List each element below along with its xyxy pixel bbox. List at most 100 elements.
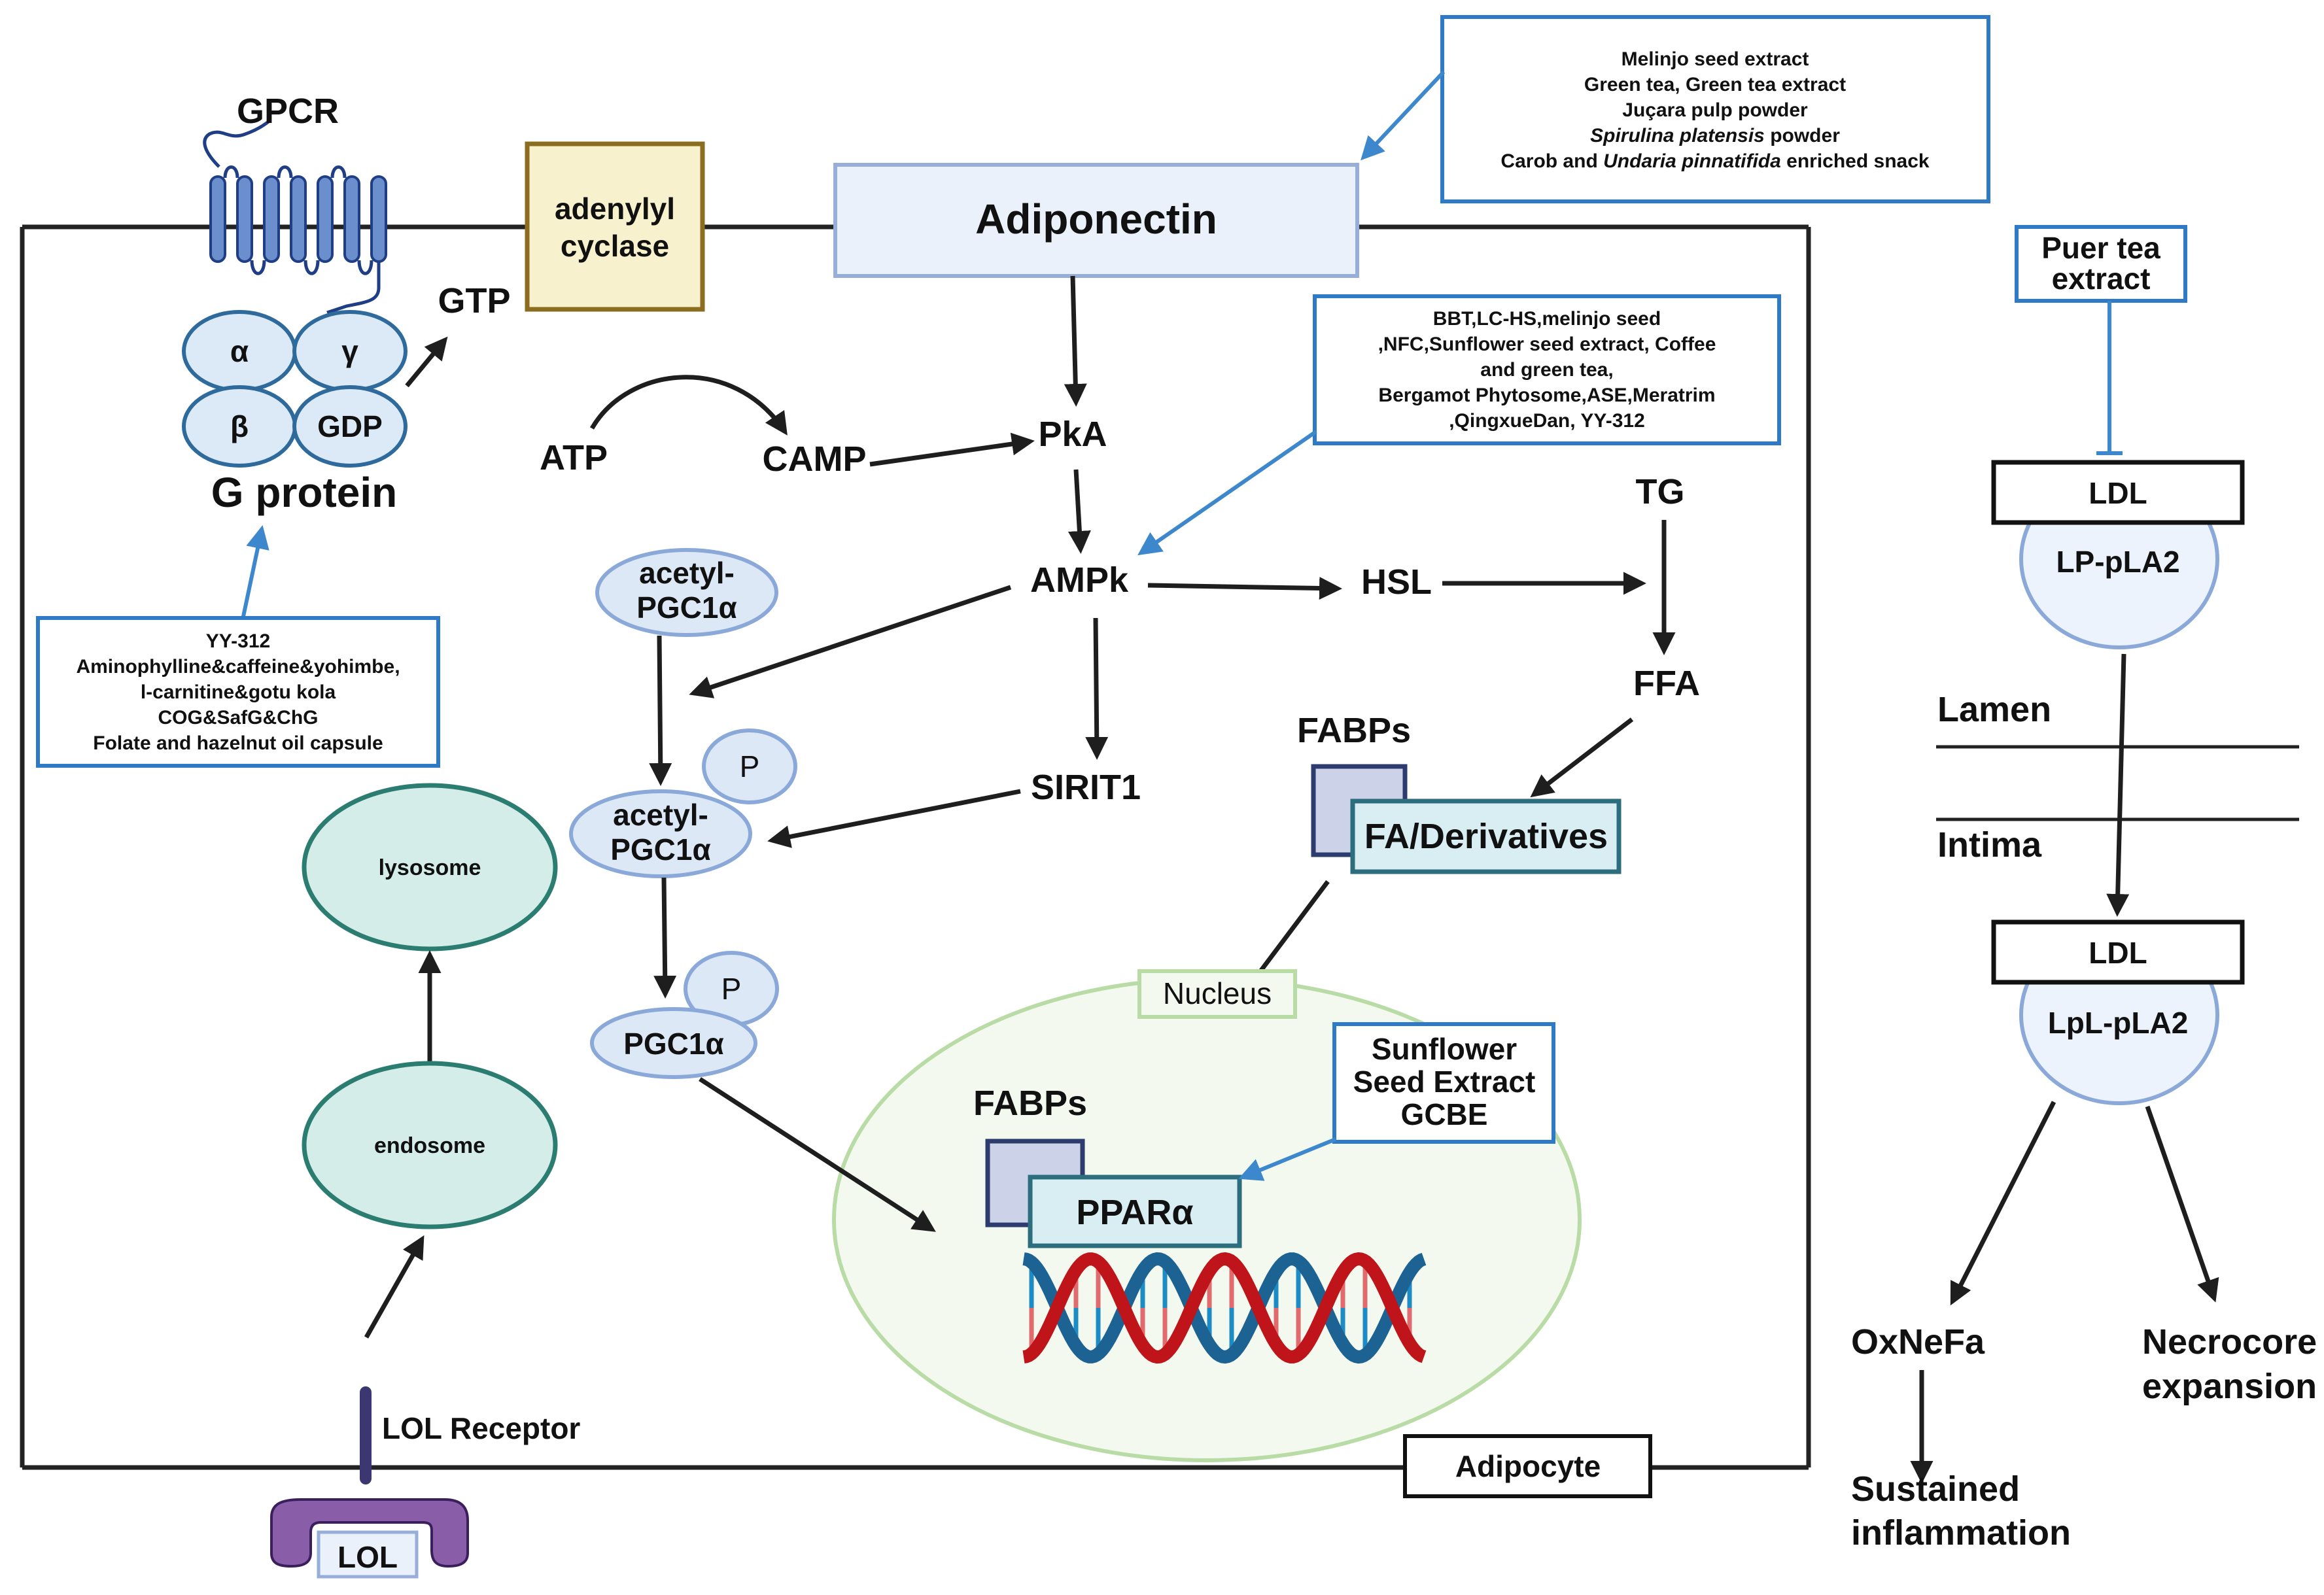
lpl-pla2-label: LpL-pLA2 (2048, 1006, 2189, 1040)
adiponectin-label: Adiponectin (975, 196, 1217, 243)
pka-to-ampk-arrow (1067, 469, 1091, 554)
fa-derivatives-box (1350, 798, 1622, 874)
ldl-top-box (1991, 460, 2245, 525)
adiponectin-intervention-box (1440, 15, 1990, 203)
lol-label: LOL (338, 1540, 398, 1574)
to-oxnefa-arrow (1950, 1101, 2056, 1306)
adiponectin-intervention-line-2: Green tea, Green tea extract (1584, 74, 1846, 95)
ampk-intervention-arrow (1137, 430, 1317, 556)
gtp-label: GTP (438, 281, 510, 320)
gprotein-intervention-box (36, 616, 440, 768)
adiponectin-intervention-line-5: Carob and Undaria pinnatifida enriched s… (1500, 150, 1929, 172)
acetyl-pgc1a-label-1: acetyl- (639, 556, 735, 590)
adiponectin-to-pka-arrow (1064, 275, 1087, 407)
lol-receptor-label: LOL Receptor (382, 1411, 580, 1445)
camp-label: CAMP (763, 439, 867, 479)
acetyl-pgc1a-p-label-2: PGC1α (610, 832, 711, 866)
g-gamma-label: γ (341, 334, 358, 368)
adenylyl-label-2: cyclase (561, 229, 669, 263)
ampk-intervention-text: BBT,LC-HS,melinjo seed ,NFC,Sunflower see… (1378, 308, 1716, 432)
gprotein-intervention-line-2: Aminophylline&caffeine&yohimbe, (76, 656, 400, 677)
ppara-intervention-line-3: GCBE (1401, 1097, 1488, 1131)
ppara-box (1028, 1175, 1242, 1248)
gprotein-intervention-line-1: YY-312 (206, 630, 270, 652)
ppara-intervention-box (1332, 1022, 1555, 1144)
pka-label: PkA (1038, 415, 1107, 454)
ampk-intervention-line-4: Bergamot Phytosome,ASE,Meratrim (1378, 385, 1715, 406)
atp-label: ATP (540, 438, 608, 477)
ampk-intervention-line-5: ,QingxueDan, YY-312 (1449, 410, 1645, 432)
lamen-label: Lamen (1937, 690, 2051, 729)
ppara-intervention-line-1: Sunflower (1372, 1032, 1517, 1066)
receptor-to-endosome-arrow (364, 1235, 425, 1339)
to-pgc1a-arrow (653, 877, 677, 999)
ampk-label: AMPk (1030, 560, 1129, 600)
puer-tea-line-2: extract (2052, 262, 2151, 296)
ppara-label: PPARα (1076, 1193, 1193, 1232)
ampk-intervention-box (1313, 294, 1781, 445)
lysosome-label: lysosome (379, 855, 481, 880)
ldl-bottom-label: LDL (2089, 936, 2147, 970)
necrocore-label-1: Necrocore (2142, 1322, 2317, 1362)
lysosome-organelle (302, 783, 558, 952)
g-alpha-label: α (230, 334, 249, 368)
puer-tea-line-1: Puer tea (2041, 231, 2160, 265)
ldl-top-label: LDL (2089, 476, 2147, 510)
intima-label: Intima (1937, 825, 2042, 865)
ampk-intervention-line-3: and green tea, (1480, 359, 1613, 381)
gprotein-intervention-arrow (240, 524, 269, 623)
dna-strand-blue (1022, 1252, 1427, 1364)
gprotein-intervention-text: YY-312Aminophylline&caffeine&yohimbe,l-c… (76, 630, 400, 754)
dna-helix-icon (1022, 1252, 1427, 1364)
g-protein-complex (182, 310, 408, 468)
ampk-intervention-line-2: ,NFC,Sunflower seed extract, Coffee (1378, 334, 1716, 355)
lp-pla2-label: LP-pLA2 (2056, 545, 2179, 579)
camp-to-pka-arrow (869, 432, 1035, 467)
ampk-to-sirt1-arrow (1085, 617, 1109, 760)
oxnefa-label: OxNeFa (1851, 1322, 1985, 1362)
phosphate-label-2: P (721, 972, 742, 1006)
pgc1a-to-nucleus-arrow (699, 1077, 936, 1232)
adiponectin-intervention-arrow (1361, 70, 1446, 161)
gprotein-intervention-line-5: Folate and hazelnut oil capsule (93, 732, 383, 754)
puer-tea-box (2015, 225, 2187, 303)
ldl-to-intima-arrow (2106, 653, 2130, 917)
ampk-intervention-line-1: BBT,LC-HS,melinjo seed (1433, 308, 1661, 330)
gpcr-receptor-icon (203, 119, 387, 315)
gpcr-label: GPCR (237, 92, 339, 131)
adenylyl-label-1: adenylyl (555, 192, 675, 226)
fabps-cyto-label: FABPs (1297, 711, 1411, 750)
acetyl-pgc1a-node (595, 548, 778, 637)
ampk-to-acetyl-pgc1a-arrow (689, 585, 1012, 698)
adipocyte-tag (1403, 1434, 1652, 1498)
ldl-bottom-box (1991, 919, 2245, 985)
adiponectin-intervention-line-4: Spirulina platensis powder (1590, 125, 1840, 146)
to-necrocore-arrow (2145, 1105, 2219, 1303)
hsl-label: HSL (1361, 562, 1432, 602)
gdp-subunit (292, 385, 408, 468)
ampk-to-hsl-arrow (1147, 577, 1342, 600)
gdp-label: GDP (317, 409, 383, 443)
sustained-label-2: inflammation (1851, 1513, 2071, 1552)
g-beta-label: β (230, 409, 249, 443)
nucleus-tag (1137, 969, 1297, 1019)
pgc1a-node (590, 1007, 757, 1079)
ppara-intervention-arrow (1238, 1137, 1337, 1181)
adiponectin-intervention-line-3: Juçara pulp powder (1622, 99, 1808, 121)
atp-to-camp-arrow (589, 375, 788, 436)
lol-receptor-icon (270, 1386, 469, 1579)
endosome-label: endosome (374, 1133, 485, 1158)
g-protein-label: G protein (211, 469, 397, 516)
gprotein-intervention-line-4: COG&SafG&ChG (158, 707, 318, 729)
sirt1-to-acetyl-pgc1a-arrow (767, 789, 1021, 848)
sirt1-label: SIRIT1 (1031, 768, 1141, 807)
necrocore-label-2: expansion (2142, 1367, 2317, 1406)
ffa-label: FFA (1633, 664, 1700, 703)
pgc1a-label: PGC1α (623, 1027, 724, 1061)
adiponectin-intervention-line-1: Melinjo seed extract (1622, 48, 1809, 70)
adipocyte-label: Adipocyte (1455, 1449, 1601, 1483)
gdp-to-gtp-arrow (405, 336, 448, 388)
acetyl-to-phospho-arrow (649, 635, 672, 786)
ffa-to-fa-arrow (1530, 717, 1634, 798)
